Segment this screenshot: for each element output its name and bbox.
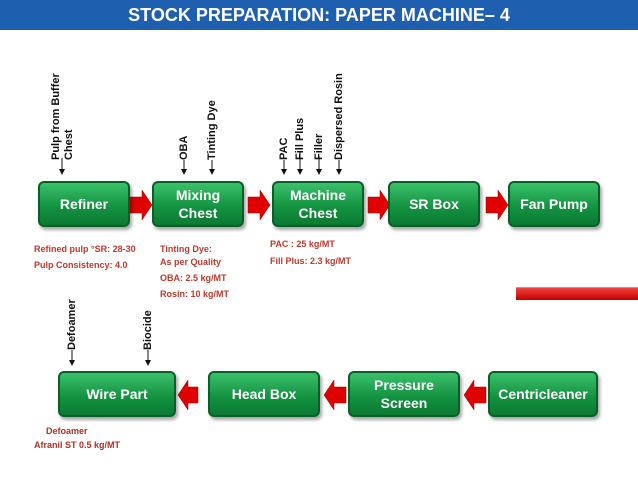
input-label-defoamer: Defoamer xyxy=(66,299,78,350)
sr-box-box[interactable]: SR Box xyxy=(388,181,480,227)
input-label-oba: OBA xyxy=(178,135,190,160)
input-label-pulp-from-buffer: Pulp from Buffer Chest xyxy=(50,73,75,160)
wire-note-afranil: Afranil ST 0.5 kg/MT xyxy=(34,440,121,450)
flow-arrow-5 xyxy=(177,379,199,411)
input-label-fill-plus: Fill Plus xyxy=(294,117,306,160)
head-box-box[interactable]: Head Box xyxy=(208,371,320,417)
machine-note-fillplus: Fill Plus: 2.3 kg/MT xyxy=(270,256,352,266)
machine-chest-box[interactable]: Machine Chest xyxy=(272,181,364,227)
flow-arrow-7 xyxy=(463,379,487,411)
refiner-box[interactable]: Refiner xyxy=(38,181,130,227)
flow-arrow-4 xyxy=(485,189,509,221)
input-label-biocide: Biocide xyxy=(142,310,154,350)
input-label-tinting-dye: Tinting Dye xyxy=(206,100,218,160)
mixing-note-rosin: Rosin: 10 kg/MT xyxy=(160,289,230,299)
machine-note-pac: PAC : 25 kg/MT xyxy=(270,239,335,249)
fan-pump-box[interactable]: Fan Pump xyxy=(508,181,600,227)
mixing-chest-box[interactable]: Mixing Chest xyxy=(152,181,244,227)
pressure-screen-box[interactable]: Pressure Screen xyxy=(348,371,460,417)
input-label-filler: Filler xyxy=(313,133,325,160)
refiner-note-consistency: Pulp Consistency: 4.0 xyxy=(34,260,128,270)
flow-arrow-2 xyxy=(247,189,271,221)
flow-arrow-3 xyxy=(367,189,391,221)
flow-arrow-6 xyxy=(323,379,347,411)
mixing-note-tinting: Tinting Dye: xyxy=(160,244,212,254)
input-label-dispersed-rosin: Dispersed Rosin xyxy=(333,73,345,160)
refiner-note-sr: Refined pulp °SR: 28-30 xyxy=(34,244,136,254)
page-title: STOCK PREPARATION: PAPER MACHINE– 4 xyxy=(0,0,638,30)
wire-note-defoamer: Defoamer xyxy=(46,426,88,436)
mixing-note-oba: OBA: 2.5 kg/MT xyxy=(160,273,227,283)
red-connector-band xyxy=(516,287,638,300)
input-label-pac: PAC xyxy=(278,137,290,160)
wire-part-box[interactable]: Wire Part xyxy=(58,371,176,417)
centricleaner-box[interactable]: Centricleaner xyxy=(488,371,598,417)
mixing-note-quality: As per Quality xyxy=(160,257,222,267)
flow-arrow-1 xyxy=(127,189,153,221)
